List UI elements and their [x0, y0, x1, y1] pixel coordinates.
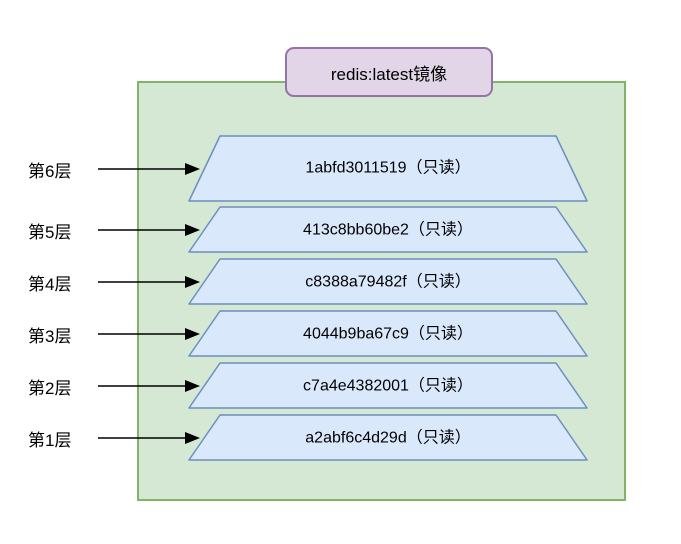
side-row-layer-4: 第4层	[28, 268, 201, 296]
arrow-icon	[98, 380, 200, 392]
layer-4-trapezoid: c8388a79482f（只读）	[188, 258, 588, 305]
image-title-label: redis:latest镜像	[330, 64, 448, 84]
side-row-layer-3: 第3层	[28, 320, 201, 348]
layer-3-side-label: 第3层	[28, 326, 72, 346]
arrow-icon	[98, 432, 200, 444]
layer-2-trapezoid: c7a4e4382001（只读）	[188, 362, 588, 409]
side-row-layer-5: 第5层	[28, 216, 201, 244]
layer-6-side-label: 第6层	[28, 161, 72, 181]
trapezoid-shape	[188, 258, 588, 305]
layer-3-trapezoid: 4044b9ba67c9（只读）	[188, 310, 588, 357]
layer-4-label: c8388a79482f（只读）	[305, 273, 470, 291]
layer-1-label: a2abf6c4d29d（只读）	[305, 429, 470, 447]
layer-5-label: 413c8bb60be2（只读）	[303, 221, 473, 239]
side-row-layer-1: 第1层	[28, 424, 201, 452]
trapezoid-shape	[188, 135, 588, 202]
arrow-icon	[98, 276, 200, 288]
layer-2-side-label: 第2层	[28, 378, 72, 398]
arrow-icon	[98, 163, 200, 175]
side-row-layer-2: 第2层	[28, 372, 201, 400]
layer-5-side-label: 第5层	[28, 222, 72, 242]
layer-2-label: c7a4e4382001（只读）	[303, 377, 473, 395]
image-title-badge: redis:latest镜像	[285, 47, 493, 97]
layer-5-trapezoid: 413c8bb60be2（只读）	[188, 206, 588, 253]
layer-3-label: 4044b9ba67c9（只读）	[303, 325, 473, 343]
layer-6-trapezoid: 1abfd3011519（只读）	[188, 135, 588, 202]
layer-4-side-label: 第4层	[28, 274, 72, 294]
layer-1-side-label: 第1层	[28, 430, 72, 450]
trapezoid-shape	[188, 310, 588, 357]
side-row-layer-6: 第6层	[28, 155, 201, 183]
layer-6-label: 1abfd3011519（只读）	[305, 159, 470, 177]
trapezoid-shape	[188, 362, 588, 409]
trapezoid-shape	[188, 414, 588, 461]
arrow-icon	[98, 224, 200, 236]
trapezoid-shape	[188, 206, 588, 253]
layer-1-trapezoid: a2abf6c4d29d（只读）	[188, 414, 588, 461]
arrow-icon	[98, 328, 200, 340]
